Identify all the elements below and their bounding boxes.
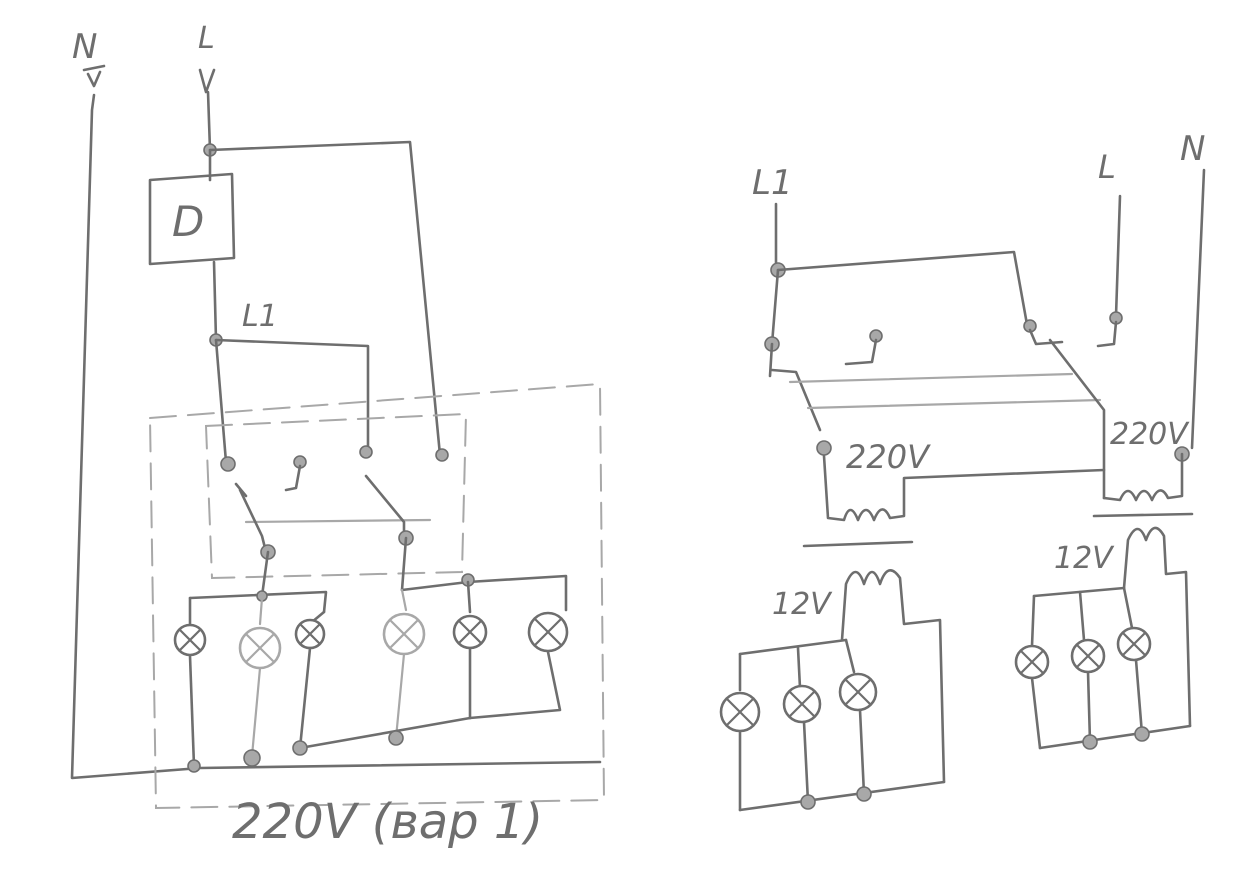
lamp-s2-up — [1078, 590, 1086, 642]
device-box — [148, 172, 236, 266]
right-switch-hook-2 — [1028, 328, 1064, 346]
switch-b-node-1 — [359, 445, 373, 459]
right-switch-bus — [768, 342, 774, 378]
lamp-b3 — [527, 611, 569, 653]
transformer-a-core — [802, 540, 914, 548]
device-label: D — [172, 197, 204, 246]
left-phase-wire — [206, 90, 212, 152]
lamp-a2 — [238, 626, 282, 670]
switch-b-lever — [364, 474, 406, 542]
right-l1-down — [770, 268, 780, 346]
switch-a-hook — [284, 464, 302, 492]
lamp-s3-up — [1122, 586, 1134, 630]
secondary-b-label: 12V — [1054, 541, 1115, 576]
left-caption: 220V (вар 1) — [232, 794, 543, 850]
lamp-s2-down — [1086, 670, 1092, 744]
right-n-wire — [1190, 168, 1206, 450]
return-r-node-1 — [800, 794, 816, 810]
lamp-s3 — [1116, 626, 1152, 662]
return-node-2 — [243, 749, 261, 767]
lamp-a3 — [294, 618, 326, 650]
lamp-b1-up — [400, 588, 408, 612]
right-cross-wire-1 — [788, 372, 1074, 384]
l1-bus — [214, 338, 370, 454]
right-l-wire — [1114, 194, 1122, 318]
switch-block-divider — [244, 518, 432, 524]
secondary-b-return — [1038, 724, 1192, 750]
return-s-node-2 — [1134, 726, 1150, 742]
lever-b-drop — [400, 536, 408, 592]
right-lever — [770, 368, 822, 432]
transformer-b-label: 220V — [1110, 417, 1190, 452]
lamp-r2-up — [796, 646, 802, 690]
right-cross-wire-3 — [1048, 338, 1106, 500]
lamp-r1 — [719, 691, 761, 733]
secondary-b-winding — [1122, 526, 1192, 728]
lever-a-drop — [260, 550, 270, 598]
lamp-b2-up — [466, 580, 472, 614]
lamp-s3-down — [1134, 658, 1144, 736]
l1-down — [214, 338, 228, 464]
phase-feed-right — [208, 140, 442, 457]
lamp-s1-up — [1030, 594, 1036, 648]
lamp-r2-down — [802, 720, 810, 804]
lamp-r3 — [838, 672, 878, 712]
return-node-3 — [292, 740, 308, 756]
outer-enclosure — [148, 382, 606, 810]
return-node-4 — [388, 730, 404, 746]
lamp-b1 — [382, 612, 426, 656]
left-schematic: N L D L1 — [70, 21, 606, 850]
left-neutral-label: N — [72, 27, 97, 67]
lamp-bus-a — [188, 590, 328, 614]
phase-arrow — [198, 68, 216, 94]
lamp-s2 — [1070, 638, 1106, 674]
lamp-b2 — [452, 614, 488, 650]
neutral-ground-symbol — [82, 64, 106, 88]
lamp-b3-down — [468, 650, 562, 720]
right-n-label: N — [1180, 129, 1205, 169]
lamp-a3-down — [298, 646, 312, 750]
right-switch-hook — [844, 338, 878, 366]
transformer-b-core — [1092, 512, 1194, 518]
switch-a-node-1 — [220, 456, 236, 472]
secondary-a-return — [738, 780, 946, 812]
right-l-hook — [1096, 320, 1118, 348]
left-neutral-wire — [70, 93, 602, 780]
return-s-node-1 — [1082, 734, 1098, 750]
right-cross-wire-2 — [806, 398, 1102, 410]
transformer-b-primary — [1102, 452, 1184, 502]
lamp-b1-down — [394, 652, 406, 740]
switch-b-node-2 — [435, 448, 449, 462]
lamp-s1-down — [1030, 676, 1042, 750]
lamp-a1-down — [188, 654, 196, 768]
lamp-r2 — [782, 684, 822, 724]
secondary-a-label: 12V — [772, 587, 833, 622]
lamp-bus-b — [400, 574, 568, 612]
right-schematic: L1 L N 220V 220V 1 — [719, 129, 1206, 812]
return-r-node-2 — [856, 786, 872, 802]
lamp-a2-up — [258, 596, 264, 626]
transformer-a-node — [816, 440, 832, 456]
switch-a-tick — [234, 482, 248, 498]
secondary-a-winding — [840, 569, 946, 784]
return-bus — [298, 716, 472, 750]
lamp-r3-up — [844, 638, 856, 674]
lamp-s1 — [1014, 644, 1050, 680]
device-out-wire — [212, 260, 218, 342]
right-l1-bus — [776, 250, 1030, 332]
left-phase-label: L — [198, 21, 215, 56]
lamp-r3-down — [858, 708, 866, 796]
lamp-a1 — [173, 623, 207, 657]
secondary-a-bus — [738, 638, 848, 656]
return-node-1 — [187, 759, 201, 773]
right-l-label: L — [1098, 148, 1116, 186]
lamp-a2-down — [250, 666, 262, 758]
left-l1-label: L1 — [242, 299, 278, 334]
transformer-a-primary — [822, 454, 1106, 522]
switch-block-enclosure — [204, 412, 468, 580]
transformer-a-label: 220V — [846, 438, 931, 476]
right-l1-label: L1 — [752, 163, 793, 203]
